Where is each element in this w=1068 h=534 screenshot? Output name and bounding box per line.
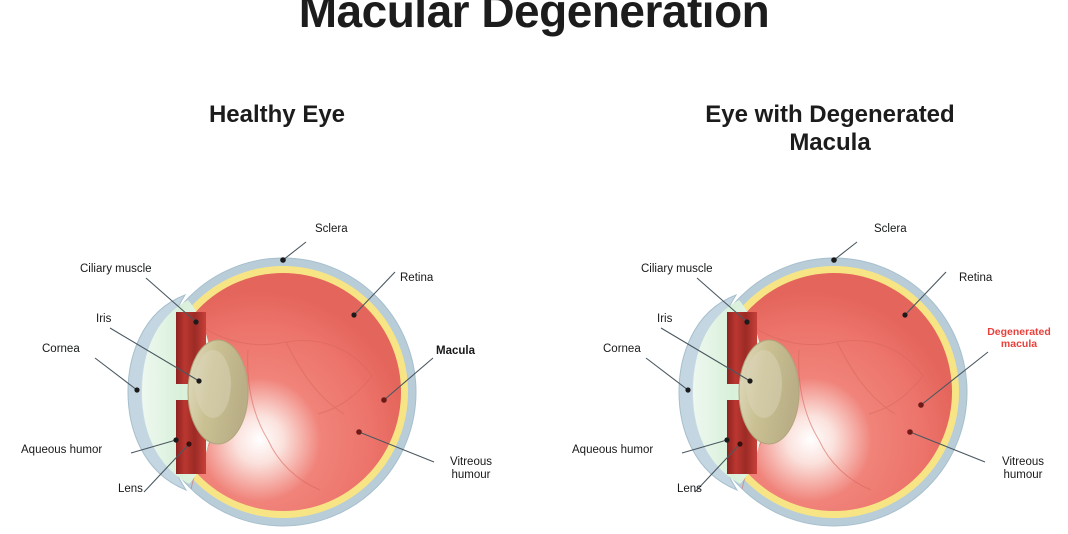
- label-lens-degenerated: Lens: [677, 483, 702, 495]
- label-degenerated-macula: Degenerated macula: [975, 326, 1063, 351]
- panel-title-degenerated-eye: Eye with Degenerated Macula: [660, 101, 1000, 158]
- label-iris-degenerated: Iris: [657, 313, 673, 325]
- label-cornea-degenerated: Cornea: [603, 343, 641, 355]
- label-sclera-degenerated: Sclera: [874, 223, 907, 235]
- healthy-eye-diagram: [0, 200, 534, 534]
- label-macula-healthy: Macula: [436, 345, 475, 357]
- label-sclera-healthy: Sclera: [315, 223, 348, 235]
- label-ciliary-muscle-healthy: Ciliary muscle: [80, 263, 152, 275]
- label-cornea-healthy: Cornea: [42, 343, 80, 355]
- label-lens-healthy: Lens: [118, 483, 143, 495]
- label-degenerated-macula-line1: Degenerated: [987, 326, 1051, 338]
- figure-title: Macular Degeneration: [298, 0, 770, 37]
- label-vitreous-humour-healthy: Vitreous humour: [436, 456, 506, 482]
- label-aqueous-humor-healthy: Aqueous humor: [21, 444, 103, 456]
- label-vitreous-humour-degenerated-line1: Vitreous: [1002, 456, 1044, 468]
- panel-title-healthy-eye: Healthy Eye: [208, 101, 346, 128]
- panel-title-degenerated-line2: Macula: [789, 129, 871, 157]
- label-vitreous-humour-degenerated: Vitreous humour: [988, 456, 1058, 482]
- panel-title-degenerated-line1: Eye with Degenerated: [705, 101, 955, 128]
- label-vitreous-humour-healthy-line1: Vitreous: [450, 456, 492, 468]
- label-vitreous-humour-degenerated-line2: humour: [1003, 468, 1043, 481]
- label-retina-healthy: Retina: [400, 272, 434, 284]
- label-ciliary-muscle-degenerated: Ciliary muscle: [641, 263, 713, 275]
- label-vitreous-humour-healthy-line2: humour: [451, 468, 491, 481]
- label-degenerated-macula-line2: macula: [1000, 337, 1038, 350]
- label-iris-healthy: Iris: [96, 313, 112, 325]
- label-retina-degenerated: Retina: [959, 272, 993, 284]
- label-aqueous-humor-degenerated: Aqueous humor: [572, 444, 654, 456]
- degenerated-eye-diagram: [551, 200, 1068, 534]
